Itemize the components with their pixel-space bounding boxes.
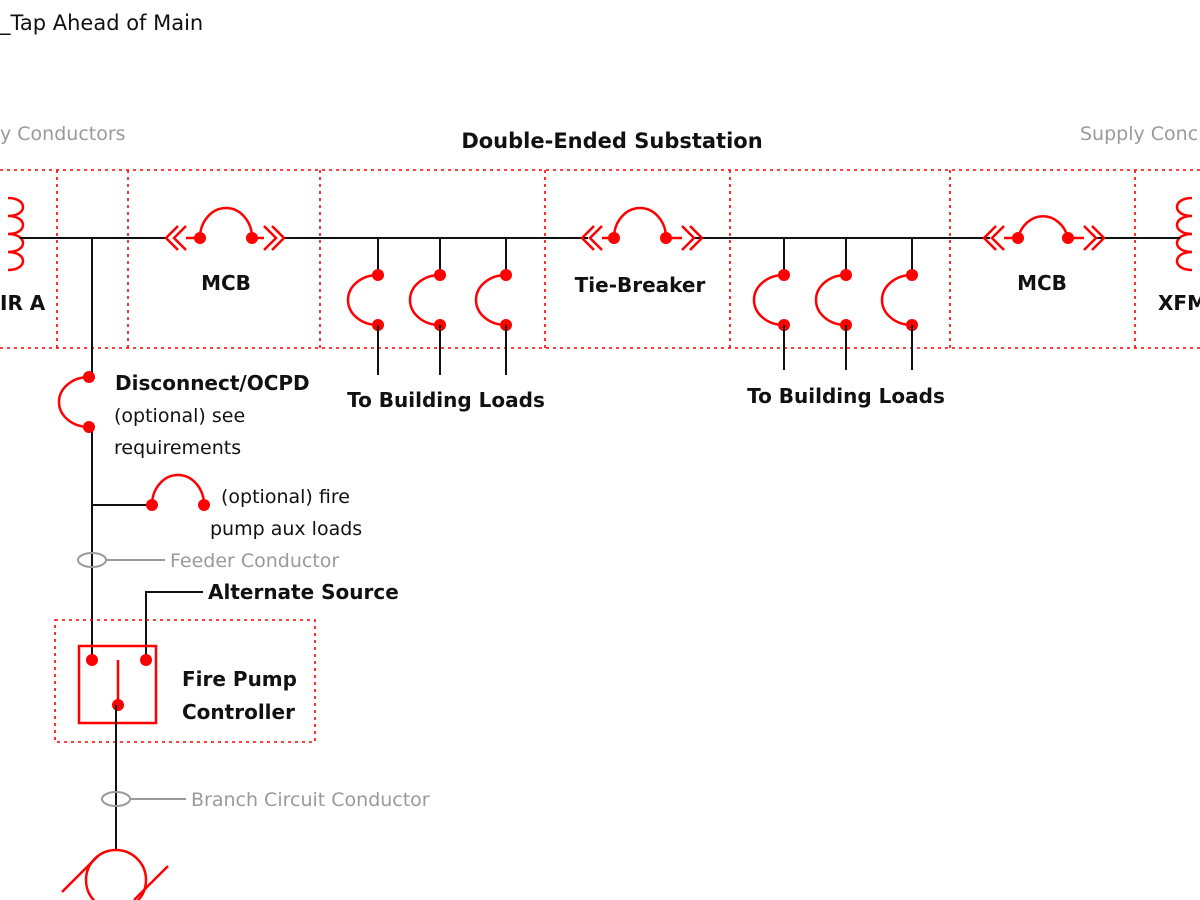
tap-feeder-wire: [91, 238, 152, 660]
controller-enclosure: [54, 619, 316, 743]
aux-loads-label-line1: (optional) fire: [221, 486, 350, 508]
feeder-breaker-icon: [346, 238, 384, 375]
building-loads-left-label: To Building Loads: [347, 388, 545, 412]
disconnect-ocpd-label: Disconnect/OCPD: [115, 371, 310, 395]
diagram-title: _Tap Ahead of Main: [0, 11, 203, 36]
controller-label-line1: Fire Pump: [182, 667, 297, 691]
disconnect-requirements-label: requirements: [114, 437, 241, 459]
mcb-left-label: MCB: [201, 271, 251, 295]
alternate-source-wire: [145, 591, 203, 660]
tie-breaker-label: Tie-Breaker: [575, 273, 706, 297]
alternate-source-label: Alternate Source: [208, 580, 399, 604]
tie-breaker-icon: [580, 206, 704, 251]
supply-conductors-right-label: Supply Conc: [1080, 123, 1198, 145]
transformer-b-coil-icon: [1175, 196, 1193, 272]
mcb-left-breaker-icon: [164, 206, 286, 251]
branch-conductor-label: Branch Circuit Conductor: [191, 789, 430, 811]
branch-conductor-callout: [101, 791, 186, 807]
feeder-breaker-icon: [474, 238, 512, 375]
feeder-conductor-label: Feeder Conductor: [170, 550, 339, 572]
transformer-a-label: IR A: [0, 291, 46, 315]
feeder-breaker-icon: [408, 238, 446, 375]
disconnect-optional-label: (optional) see: [114, 405, 245, 427]
aux-loads-label-line2: pump aux loads: [210, 518, 362, 540]
disconnect-ocpd-icon: [57, 371, 95, 433]
transformer-b-label: XFM: [1158, 291, 1200, 315]
substation-enclosure: [0, 169, 1200, 349]
transformer-a-coil-icon: [7, 196, 25, 272]
controller-label-line2: Controller: [182, 700, 295, 724]
building-loads-right-label: To Building Loads: [747, 384, 945, 408]
supply-conductors-left-label: y Conductors: [0, 123, 126, 145]
feeder-breaker-icon: [814, 238, 852, 370]
mcb-right-label: MCB: [1017, 271, 1067, 295]
transfer-switch-icon: [77, 644, 158, 725]
mcb-right-breaker-icon: [982, 215, 1106, 251]
feeder-breaker-icon: [880, 238, 918, 370]
substation-label: Double-Ended Substation: [461, 129, 762, 153]
feeder-breaker-icon: [752, 238, 790, 370]
feeder-conductor-callout: [77, 552, 165, 568]
aux-loads-breaker-icon: [146, 473, 210, 511]
fire-pump-motor-icon: [61, 848, 169, 900]
